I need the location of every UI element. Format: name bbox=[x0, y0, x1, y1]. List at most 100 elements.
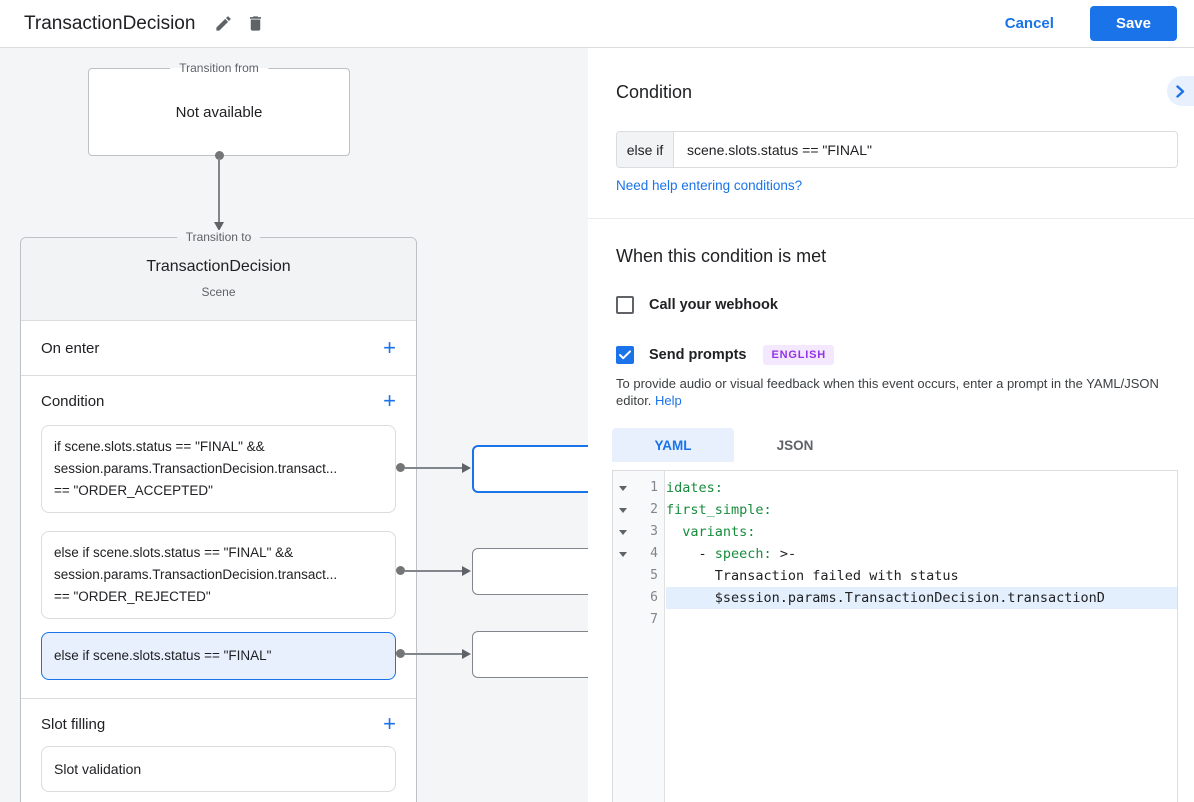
slot-validation-item[interactable]: Slot validation bbox=[41, 746, 396, 792]
transition-to-legend: Transition to bbox=[176, 230, 261, 244]
scene-subtitle: Scene bbox=[201, 285, 236, 299]
fold-arrow-icon[interactable] bbox=[613, 543, 629, 565]
topbar: TransactionDecision Cancel Save bbox=[0, 0, 1194, 48]
slot-filling-label: Slot filling bbox=[41, 715, 106, 733]
fold-spacer bbox=[613, 565, 629, 587]
condition-expression-input[interactable]: scene.slots.status == "FINAL" bbox=[687, 141, 873, 158]
code-text: first_simple: bbox=[666, 502, 772, 518]
line-number: 5 bbox=[650, 568, 658, 583]
tab-json[interactable]: JSON bbox=[734, 428, 856, 462]
edit-title-button[interactable] bbox=[207, 8, 239, 40]
target-scene-node-selected[interactable] bbox=[472, 445, 588, 493]
condition-text-line: session.params.TransactionDecision.trans… bbox=[54, 461, 338, 476]
code-text bbox=[666, 609, 1177, 631]
transition-from-box: Transition from Not available bbox=[88, 61, 350, 156]
condition-text-line: else if scene.slots.status == "FINAL" && bbox=[54, 545, 294, 560]
helper-help-link[interactable]: Help bbox=[655, 393, 682, 408]
fold-arrow-icon[interactable] bbox=[613, 477, 629, 499]
line-number: 1 bbox=[650, 480, 658, 495]
condition-text-line: if scene.slots.status == "FINAL" && bbox=[54, 439, 265, 454]
add-slot-button[interactable]: + bbox=[383, 711, 396, 736]
connector-dot bbox=[396, 649, 405, 658]
code-line: 4 - speech: >- bbox=[613, 543, 1177, 565]
cancel-button[interactable]: Cancel bbox=[1004, 15, 1054, 32]
fold-spacer bbox=[613, 587, 629, 609]
arrow-right-icon bbox=[462, 649, 471, 659]
send-prompts-label: Send prompts bbox=[649, 347, 747, 363]
transition-from-legend: Transition from bbox=[170, 61, 268, 75]
condition-expression-field: else if scene.slots.status == "FINAL" bbox=[616, 131, 1178, 168]
webhook-checkbox[interactable] bbox=[616, 296, 634, 314]
on-enter-label: On enter bbox=[41, 339, 100, 357]
condition-prefix-label: else if bbox=[617, 132, 674, 167]
connector-line bbox=[218, 158, 220, 222]
line-number: 3 bbox=[650, 524, 658, 539]
code-line: 7 bbox=[613, 609, 1177, 631]
condition-item-final-selected[interactable]: else if scene.slots.status == "FINAL" bbox=[41, 632, 396, 680]
connector-dot bbox=[396, 463, 405, 472]
code-text: - speech: >- bbox=[666, 546, 797, 562]
code-text: variants: bbox=[682, 524, 756, 540]
code-line: 1 idates: bbox=[613, 477, 1177, 499]
code-text: $session.params.TransactionDecision.tran… bbox=[666, 587, 1177, 609]
delete-scene-button[interactable] bbox=[239, 8, 271, 40]
flow-canvas: Transition from Not available Transition… bbox=[0, 48, 588, 802]
helper-text: To provide audio or visual feedback when… bbox=[616, 376, 1159, 408]
code-text: idates: bbox=[666, 480, 723, 496]
condition-panel-heading: Condition bbox=[616, 82, 693, 102]
target-scene-node[interactable] bbox=[472, 548, 588, 595]
webhook-label: Call your webhook bbox=[649, 297, 778, 313]
call-webhook-row: Call your webhook bbox=[616, 296, 778, 314]
line-number: 7 bbox=[650, 612, 658, 627]
editor-tabs: YAML JSON bbox=[612, 428, 856, 462]
arrow-right-icon bbox=[462, 566, 471, 576]
scene-title: TransactionDecision bbox=[146, 258, 291, 275]
connector-line bbox=[405, 570, 462, 572]
line-number: 4 bbox=[650, 546, 658, 561]
collapse-panel-button[interactable] bbox=[1167, 76, 1194, 106]
conditions-help-link[interactable]: Need help entering conditions? bbox=[616, 178, 803, 193]
slot-filling-section: Slot filling + Slot validation bbox=[21, 698, 416, 802]
connector-dot bbox=[396, 566, 405, 575]
send-prompts-checkbox[interactable] bbox=[616, 346, 634, 364]
fold-arrow-icon[interactable] bbox=[613, 521, 629, 543]
save-button[interactable]: Save bbox=[1089, 6, 1177, 41]
checkmark-icon bbox=[619, 350, 631, 360]
transition-from-value: Not available bbox=[175, 103, 263, 121]
arrow-down-icon bbox=[214, 222, 224, 231]
code-line: 6 $session.params.TransactionDecision.tr… bbox=[613, 587, 1177, 609]
condition-section-label: Condition bbox=[41, 392, 105, 410]
arrow-right-icon bbox=[462, 463, 471, 473]
code-line: 2 first_simple: bbox=[613, 499, 1177, 521]
page-title: TransactionDecision bbox=[24, 12, 196, 34]
condition-item-order-accepted[interactable]: if scene.slots.status == "FINAL" && sess… bbox=[41, 425, 396, 513]
add-condition-button[interactable]: + bbox=[383, 388, 396, 413]
on-enter-section: On enter + bbox=[21, 320, 416, 375]
fold-spacer bbox=[613, 609, 629, 631]
target-scene-node[interactable] bbox=[472, 631, 588, 678]
fold-arrow-icon[interactable] bbox=[613, 499, 629, 521]
condition-text-line: else if scene.slots.status == "FINAL" bbox=[54, 648, 272, 663]
language-badge: ENGLISH bbox=[763, 345, 834, 365]
condition-text-line: == "ORDER_ACCEPTED" bbox=[54, 483, 213, 498]
chevron-right-icon bbox=[1176, 84, 1185, 98]
line-number: 2 bbox=[650, 502, 658, 517]
condition-text-line: session.params.TransactionDecision.trans… bbox=[54, 567, 338, 582]
code-line: 3 variants: bbox=[613, 521, 1177, 543]
add-on-enter-button[interactable]: + bbox=[383, 335, 396, 360]
condition-section: Condition + if scene.slots.status == "FI… bbox=[21, 375, 416, 698]
tab-yaml[interactable]: YAML bbox=[612, 428, 734, 462]
panel-divider bbox=[588, 218, 1194, 219]
send-prompts-row: Send prompts ENGLISH bbox=[616, 345, 834, 365]
slot-validation-label: Slot validation bbox=[54, 761, 142, 777]
condition-detail-panel: Condition else if scene.slots.status == … bbox=[588, 48, 1194, 802]
connector-line bbox=[405, 467, 462, 469]
editor-gutter bbox=[613, 471, 665, 802]
prompt-helper-text: To provide audio or visual feedback when… bbox=[616, 375, 1182, 409]
code-text: Transaction failed with status bbox=[666, 568, 959, 584]
condition-text-line: == "ORDER_REJECTED" bbox=[54, 589, 211, 604]
condition-item-order-rejected[interactable]: else if scene.slots.status == "FINAL" &&… bbox=[41, 531, 396, 619]
code-line: 5 Transaction failed with status bbox=[613, 565, 1177, 587]
